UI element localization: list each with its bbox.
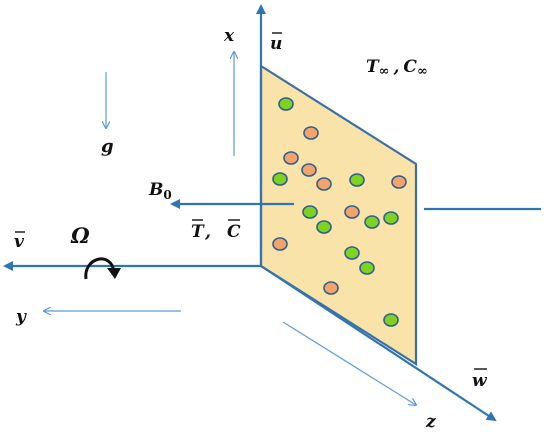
w-velocity-label-group: w: [472, 368, 488, 391]
magnetic-field-base: B: [148, 180, 163, 200]
gravity-label: g: [101, 136, 114, 157]
rotation-arrow-icon: [84, 257, 121, 280]
y-axis-label: y: [15, 307, 27, 327]
particle-orange: [272, 237, 288, 251]
magnetic-field-subscript: 0: [163, 188, 171, 202]
particle-green: [344, 246, 360, 260]
omega-label: Ω: [70, 223, 90, 248]
magnetic-field-label: B0: [148, 180, 172, 202]
particle-green: [359, 261, 375, 275]
particle-orange: [344, 205, 360, 219]
u-velocity-label: u: [270, 34, 282, 54]
v-velocity-label: v: [14, 232, 25, 252]
c-bar-label: C: [227, 222, 241, 242]
particle-green: [383, 313, 399, 327]
w-velocity-label: w: [472, 371, 488, 391]
z-direction-arrow: [282, 321, 416, 405]
u-velocity-label-group: u: [270, 32, 282, 54]
t-bar-label: T: [191, 222, 205, 242]
particle-green: [272, 172, 288, 186]
particle-orange: [316, 177, 332, 191]
z-axis-line: [260, 265, 497, 422]
particle-green: [383, 211, 399, 225]
particle-green: [302, 205, 318, 219]
particle-green: [349, 173, 365, 187]
particles-group: [272, 97, 407, 327]
particle-green: [278, 97, 294, 111]
particle-orange: [303, 126, 319, 140]
particle-orange: [323, 281, 339, 295]
particle-green: [364, 215, 380, 229]
particle-orange: [391, 175, 407, 189]
v-velocity-label-group: v: [14, 231, 25, 252]
particle-orange: [301, 163, 317, 177]
z-axis-label: z: [425, 412, 436, 432]
t-bar-comma: ,: [204, 222, 211, 242]
particle-green: [316, 220, 332, 234]
x-axis-label: x: [223, 26, 235, 46]
c-infinity: C: [403, 57, 417, 77]
ambient-comma: ,: [393, 57, 400, 77]
wall-conditions-label-group: T , C: [191, 219, 241, 242]
particle-orange: [283, 151, 299, 165]
t-infinity: T: [366, 57, 380, 77]
c-infinity-sub: ∞: [417, 64, 428, 79]
ambient-conditions-label: T∞,C∞: [366, 57, 428, 79]
t-infinity-sub: ∞: [379, 64, 390, 79]
